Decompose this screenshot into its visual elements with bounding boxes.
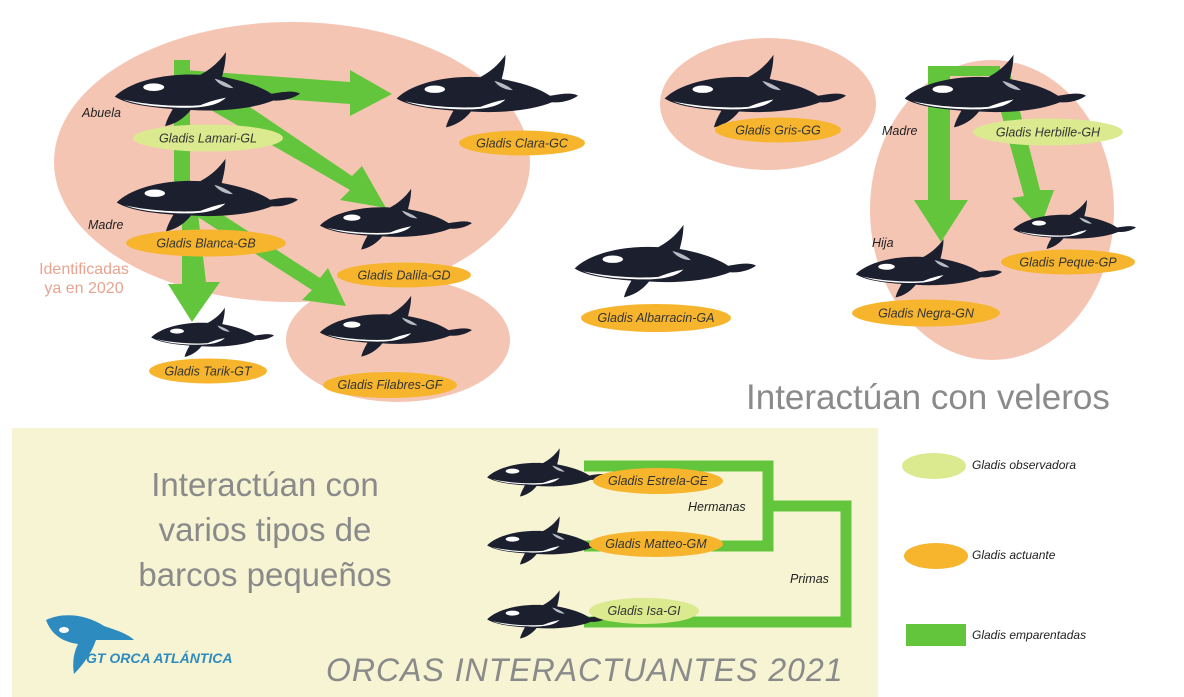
- role-primas: Primas: [790, 572, 829, 586]
- orca-albarracin-illustration: [574, 224, 756, 298]
- role-hija: Hija: [872, 236, 894, 250]
- role-madre-right: Madre: [882, 124, 918, 138]
- identified-2020-note: Identificadas ya en 2020: [39, 261, 129, 297]
- orca-tarik-illustration: [151, 307, 274, 357]
- legend-actor-label: Gladis actuante: [972, 548, 1056, 562]
- logo-text: GT ORCA ATLÁNTICA: [86, 650, 233, 666]
- role-abuela: Abuela: [82, 106, 121, 120]
- orca-label-blanca: Gladis Blanca-GB: [126, 229, 286, 257]
- legend-related-label: Gladis emparentadas: [972, 628, 1087, 642]
- orca-label-estrela: Gladis Estrela-GE: [593, 468, 723, 494]
- sailboats-title: Interactúan con veleros: [746, 378, 1110, 417]
- footer-title: ORCAS INTERACTUANTES 2021: [326, 652, 844, 688]
- orca-label-filabres: Gladis Filabres-GF: [323, 372, 457, 398]
- legend-related-swatch: [906, 624, 966, 646]
- orca-label-negra: Gladis Negra-GN: [852, 299, 1000, 327]
- orca-label-dalila: Gladis Dalila-GD: [337, 262, 471, 288]
- small-boats-panel: [12, 428, 878, 697]
- legend-observer-swatch: [902, 453, 966, 479]
- orca-label-isa: Gladis Isa-GI: [589, 598, 699, 624]
- role-madre-left: Madre: [88, 218, 124, 232]
- small-boats-title: Interactúan con varios tipos de barcos p…: [138, 466, 392, 593]
- logo-icon: [46, 615, 134, 674]
- orca-label-tarik: Gladis Tarik-GT: [149, 358, 267, 384]
- legend-actor-swatch: [904, 543, 968, 569]
- legend-observer-label: Gladis observadora: [972, 458, 1077, 472]
- orca-label-gris: Gladis Gris-GG: [715, 117, 841, 143]
- orca-label-matteo: Gladis Matteo-GM: [589, 531, 723, 557]
- orca-label-lamari: Gladis Lamari-GL: [133, 124, 283, 152]
- role-hermanas: Hermanas: [688, 500, 746, 514]
- orca-label-clara: Gladis Clara-GC: [459, 130, 585, 156]
- orca-label-albarracin: Gladis Albarracin-GA: [581, 304, 731, 332]
- orca-label-herbille: Gladis Herbille-GH: [973, 118, 1123, 146]
- orca-label-peque: Gladis Peque-GP: [1001, 249, 1135, 275]
